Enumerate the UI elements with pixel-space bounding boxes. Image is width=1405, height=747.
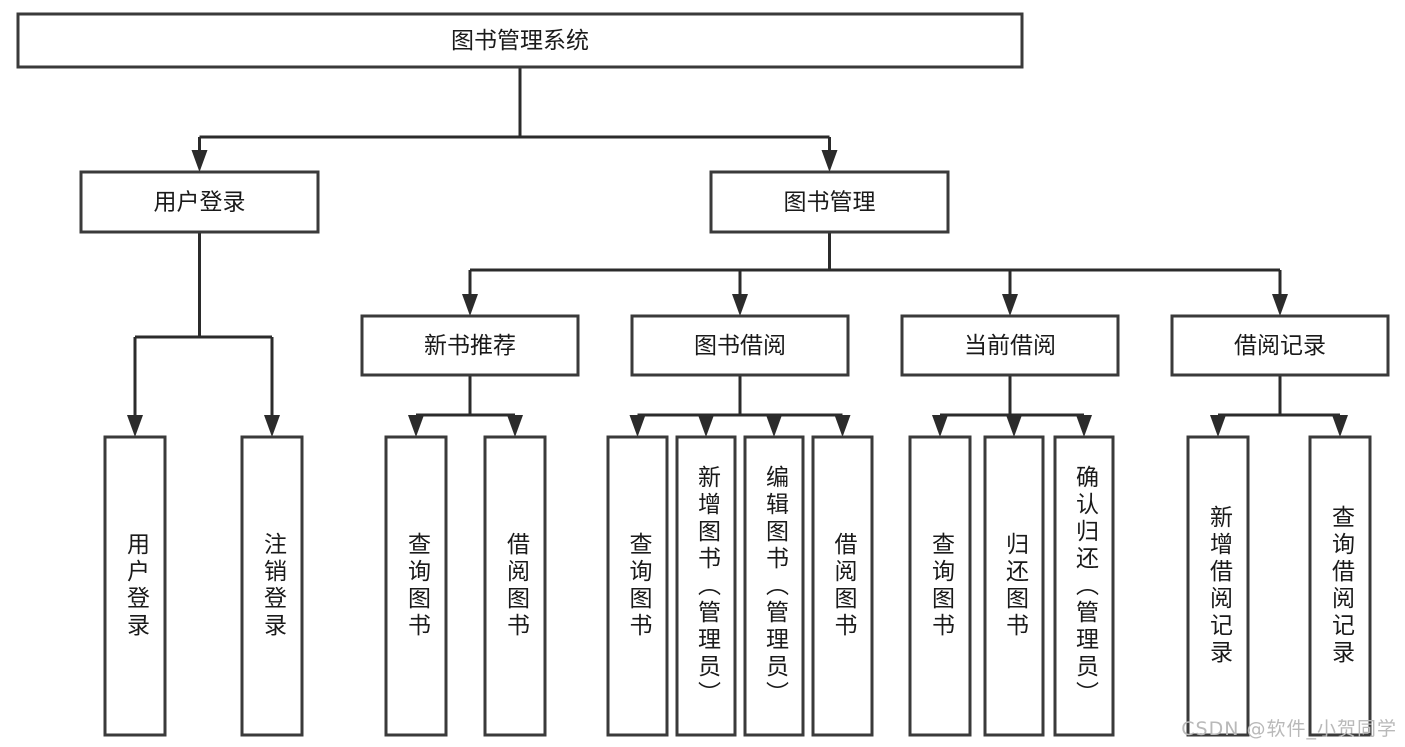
node-leaf-2[interactable] — [384, 435, 448, 737]
node-level3-0[interactable] — [360, 314, 580, 377]
node-level2-1-border — [709, 170, 950, 234]
arrow-head-icon — [698, 415, 714, 437]
node-level3-3-label: 借阅记录 — [1234, 333, 1326, 359]
watermark-text: CSDN @软件_小贺同学 — [1181, 718, 1397, 740]
node-leaf-3-border — [483, 435, 547, 737]
arrow-head-icon — [732, 294, 748, 316]
node-level2-0[interactable] — [79, 170, 320, 234]
node-leaf-11[interactable] — [1186, 435, 1250, 737]
node-root-border — [16, 12, 1024, 69]
arrow-head-icon — [834, 415, 851, 437]
node-level2-1[interactable] — [709, 170, 950, 234]
arrow-head-icon — [127, 415, 143, 437]
node-leaf-10[interactable] — [1053, 435, 1115, 737]
node-leaf-10-border — [1053, 435, 1115, 737]
node-level3-3-border — [1170, 314, 1390, 377]
node-leaf-4[interactable] — [606, 435, 669, 737]
arrow-head-icon — [766, 415, 782, 437]
arrow-head-icon — [932, 415, 948, 437]
node-leaf-1-border — [240, 435, 304, 737]
node-level3-2[interactable] — [900, 314, 1120, 377]
node-level3-1-border — [630, 314, 850, 377]
node-leaf-7[interactable] — [811, 435, 874, 737]
arrow-head-icon — [507, 415, 523, 437]
arrow-head-icon — [462, 294, 478, 316]
node-leaf-0[interactable] — [103, 435, 167, 737]
arrow-head-icon — [821, 150, 838, 172]
node-root-label: 图书管理系统 — [451, 28, 589, 54]
node-leaf-8[interactable] — [908, 435, 972, 737]
arrow-head-icon — [264, 415, 280, 437]
node-leaf-0-border — [103, 435, 167, 737]
node-level3-2-border — [900, 314, 1120, 377]
node-level3-0-label: 新书推荐 — [424, 333, 516, 359]
node-leaf-9-border — [983, 435, 1045, 737]
connectors-layer — [127, 67, 1348, 437]
node-root[interactable] — [16, 12, 1024, 69]
node-leaf-2-border — [384, 435, 448, 737]
arrow-head-icon — [191, 150, 208, 172]
node-level2-1-label: 图书管理 — [784, 190, 876, 216]
arrow-head-icon — [408, 415, 424, 437]
node-leaf-12[interactable] — [1308, 435, 1372, 737]
arrow-head-icon — [1002, 294, 1018, 316]
arrow-head-icon — [1272, 294, 1288, 316]
node-leaf-5[interactable] — [675, 435, 737, 737]
node-leaf-7-border — [811, 435, 874, 737]
node-leaf-12-border — [1308, 435, 1372, 737]
arrow-head-icon — [1006, 415, 1022, 437]
node-level3-1[interactable] — [630, 314, 850, 377]
node-leaf-1[interactable] — [240, 435, 304, 737]
node-leaf-8-border — [908, 435, 972, 737]
node-leaf-4-border — [606, 435, 669, 737]
node-leaf-5-border — [675, 435, 737, 737]
node-leaf-6-border — [743, 435, 805, 737]
node-leaf-9[interactable] — [983, 435, 1045, 737]
node-level3-1-label: 图书借阅 — [694, 333, 786, 359]
node-level2-0-border — [79, 170, 320, 234]
arrow-head-icon — [1076, 415, 1092, 437]
arrow-head-icon — [1332, 415, 1348, 437]
node-level2-0-label: 用户登录 — [154, 190, 246, 216]
node-level3-2-label: 当前借阅 — [964, 333, 1056, 359]
node-level3-3[interactable] — [1170, 314, 1390, 377]
node-leaf-3[interactable] — [483, 435, 547, 737]
node-level3-0-border — [360, 314, 580, 377]
node-leaf-6[interactable] — [743, 435, 805, 737]
arrow-head-icon — [1210, 415, 1226, 437]
arrow-head-icon — [629, 415, 646, 437]
node-leaf-11-border — [1186, 435, 1250, 737]
